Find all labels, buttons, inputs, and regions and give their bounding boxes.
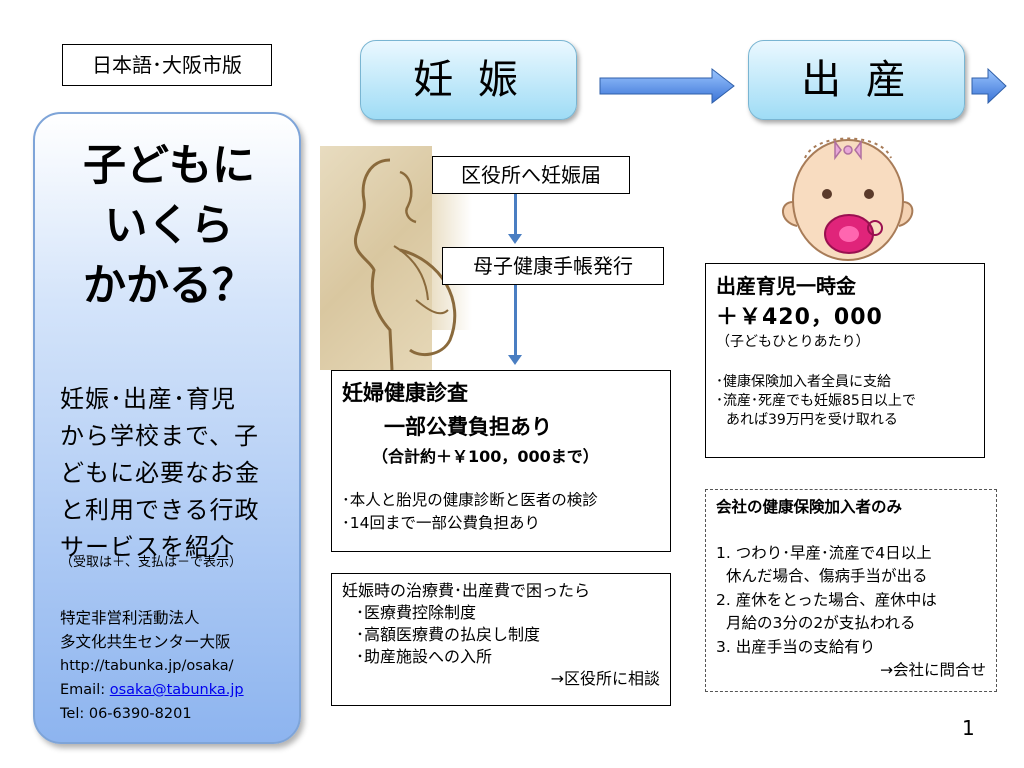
arrow-down-icon bbox=[508, 285, 522, 365]
company-insurance-box: 会社の健康保険加入者のみ 1. つわり･早産･流産で4日以上 休んだ場合、傷病手… bbox=[705, 489, 997, 692]
pregnant-woman-illustration bbox=[320, 146, 432, 370]
sidebar-description: 妊娠･出産･育児 から学校まで、子 どもに必要なお金 と利用できる行政 サービス… bbox=[60, 381, 285, 566]
org-tel: Tel: 06-6390-8201 bbox=[60, 706, 192, 722]
help-footer: →区役所に相談 bbox=[550, 669, 660, 688]
stage-pregnancy: 妊 娠 bbox=[360, 40, 577, 120]
baby-icon bbox=[782, 137, 914, 261]
sidebar-title-line: 子どもに bbox=[83, 141, 255, 191]
checkup-items: ･本人と胎児の健康診断と医者の検診 ･14回まで一部公費負担あり bbox=[342, 489, 660, 535]
list-item: 休んだ場合、傷病手当が出る bbox=[726, 567, 928, 585]
list-item: ･流産･死産でも妊娠85日以上で bbox=[716, 393, 916, 409]
birth-allowance-box: 出産育児一時金 ＋￥420，000 （子どもひとりあたり） ･健康保険加入者全員… bbox=[705, 263, 985, 458]
email-link[interactable]: osaka@tabunka.jp bbox=[109, 682, 244, 698]
list-item: あれば39万円を受け取れる bbox=[726, 412, 898, 428]
list-item: ･高額医療費の払戻し制度 bbox=[356, 625, 541, 644]
list-item: 2. 産休をとった場合、産休中は bbox=[716, 590, 937, 609]
help-title: 妊娠時の治療費･出産費で困ったら bbox=[342, 581, 591, 600]
checkup-title: 妊婦健康診査 bbox=[342, 381, 468, 405]
sign-note: （受取は＋、支払は－で表示） bbox=[60, 555, 243, 570]
list-item: ･本人と胎児の健康診断と医者の検診 bbox=[342, 491, 598, 509]
desc-line: から学校まで、子 bbox=[60, 422, 260, 450]
sidebar-title-line: かかる？ bbox=[83, 261, 255, 311]
flow-step-pregnancy-notice: 区役所へ妊娠届 bbox=[432, 156, 630, 194]
page-number: 1 bbox=[962, 716, 975, 740]
checkup-amount: （合計約＋￥100，000まで） bbox=[372, 447, 599, 466]
birth-items: ･健康保険加入者全員に支給 ･流産･死産でも妊娠85日以上で あれば39万円を受… bbox=[716, 373, 974, 430]
flow-step-handbook: 母子健康手帳発行 bbox=[442, 247, 664, 285]
list-item: ･健康保険加入者全員に支給 bbox=[716, 374, 891, 390]
insurance-title: 会社の健康保険加入者のみ bbox=[716, 498, 903, 516]
sidebar-panel bbox=[33, 112, 301, 744]
birth-title: 出産育児一時金 bbox=[716, 274, 856, 298]
organization-info: 特定非営利活動法人 多文化共生センター大阪 http://tabunka.jp/… bbox=[60, 606, 295, 726]
arrow-right-icon bbox=[971, 67, 1007, 105]
org-type: 特定非営利活動法人 bbox=[60, 609, 200, 627]
desc-line: どもに必要なお金 bbox=[60, 459, 260, 487]
arrow-right-icon bbox=[599, 67, 735, 105]
desc-line: と利用できる行政 bbox=[60, 496, 260, 524]
insurance-footer: →会社に問合せ bbox=[880, 661, 986, 679]
list-item: ･医療費控除制度 bbox=[356, 603, 477, 622]
prenatal-checkup-box: 妊婦健康診査 一部公費負担あり （合計約＋￥100，000まで） ･本人と胎児の… bbox=[331, 370, 671, 552]
checkup-subtitle: 一部公費負担あり bbox=[384, 415, 552, 439]
list-item: 月給の3分の2が支払われる bbox=[726, 614, 916, 632]
birth-amount: ＋￥420，000 bbox=[716, 305, 883, 330]
list-item: ･14回まで一部公費負担あり bbox=[342, 514, 540, 532]
list-item: 1. つわり･早産･流産で4日以上 bbox=[716, 543, 932, 562]
org-email: Email: osaka@tabunka.jp bbox=[60, 678, 295, 702]
financial-help-box: 妊娠時の治療費･出産費で困ったら ･医療費控除制度 ･高額医療費の払戻し制度 ･… bbox=[331, 573, 671, 706]
org-name: 多文化共生センター大阪 bbox=[60, 633, 231, 651]
list-item: 3. 出産手当の支給有り bbox=[716, 637, 876, 656]
birth-note: （子どもひとりあたり） bbox=[716, 334, 870, 350]
sidebar-title-line: いくら bbox=[104, 201, 234, 251]
email-label: Email: bbox=[60, 682, 110, 698]
list-item: ･助産施設への入所 bbox=[356, 647, 493, 666]
sidebar-title: 子どもに いくら かかる？ bbox=[44, 136, 294, 316]
desc-line: サービスを紹介 bbox=[60, 533, 235, 561]
stage-birth: 出 産 bbox=[748, 40, 965, 120]
desc-line: 妊娠･出産･育児 bbox=[60, 385, 236, 413]
pregnant-woman-icon bbox=[353, 158, 457, 370]
arrow-down-icon bbox=[508, 194, 522, 244]
language-label: 日本語･大阪市版 bbox=[62, 44, 272, 86]
org-url[interactable]: http://tabunka.jp/osaka/ bbox=[60, 658, 234, 674]
